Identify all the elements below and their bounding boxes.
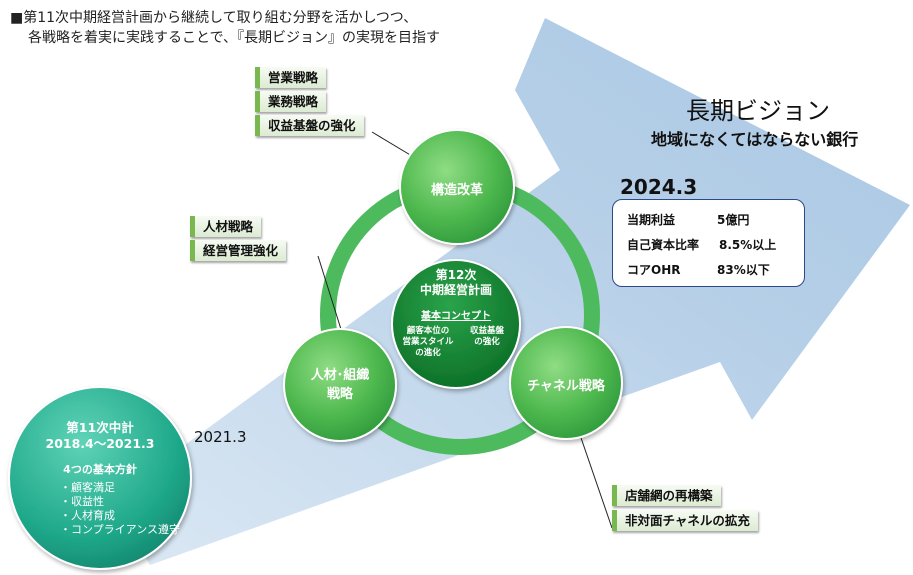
- concept-right-line-2: の強化: [474, 337, 500, 347]
- concept-left-line-2: 営業スタイル: [402, 337, 454, 347]
- strategy-circle-left: [283, 328, 397, 442]
- strategy-circle-top: [399, 129, 515, 245]
- center-concept-label: 基本コンセプト: [421, 311, 491, 322]
- tag-revenue-base: 収益基盤の強化: [255, 115, 364, 136]
- strategy-label-left-line-1: 人材･組織: [310, 368, 370, 383]
- tag-sales-strategy: 営業戦略: [255, 67, 327, 88]
- target-label-net-income: 当期利益: [627, 213, 676, 227]
- strategy-circle-right: [509, 326, 623, 440]
- target-year: 2024.3: [620, 175, 698, 199]
- strategy-label-right: チャネル戦略: [527, 379, 605, 394]
- center-title-line-1: 第12次: [435, 268, 477, 282]
- previous-plan-policy-list: ・顧客満足 ・収益性 ・人材育成 ・コンプライアンス遵守: [60, 481, 180, 537]
- target-value-capital-ratio: 8.5%以上: [719, 238, 777, 252]
- concept-right-line-1: 収益基盤: [469, 326, 504, 336]
- tag-non-face-to-face: 非対面チャネルの拡充: [612, 510, 758, 531]
- center-concept-left: 顧客本位の 営業スタイル の進化: [397, 326, 459, 359]
- header-line-1: ■第11次中期経営計画から継続して取り組む分野を活かしつつ、: [10, 10, 418, 26]
- policy-item: ・人材育成: [60, 509, 115, 522]
- tag-hr-strategy: 人材戦略: [190, 216, 262, 237]
- targets-box: 当期利益 5億円 自己資本比率 8.5%以上 コアOHR 83%以下: [612, 199, 805, 287]
- header-text: ■第11次中期経営計画から継続して取り組む分野を活かしつつ、 各戦略を着実に実践…: [10, 8, 440, 48]
- target-value-net-income: 5億円: [717, 213, 750, 227]
- target-label-capital-ratio: 自己資本比率: [627, 238, 700, 252]
- previous-plan-heading: 第11次中計 2018.4～2021.3: [20, 420, 180, 452]
- previous-plan-period: 2018.4～2021.3: [45, 436, 155, 451]
- center-plan-circle: [391, 259, 521, 389]
- header-line-2: 各戦略を着実に実践することで、『長期ビジョン』の実現を目指す: [28, 30, 441, 46]
- vision-subtitle: 地域になくてはならない銀行: [651, 130, 859, 149]
- policy-item: ・コンプライアンス遵守: [60, 523, 181, 536]
- previous-plan-policy-title: 4つの基本方針: [63, 463, 137, 476]
- year-2021-label: 2021.3: [194, 428, 247, 446]
- policy-item: ・収益性: [60, 495, 104, 508]
- concept-left-line-3: の進化: [415, 348, 441, 358]
- strategy-label-left-line-2: 戦略: [326, 387, 353, 402]
- center-concept-right: 収益基盤 の強化: [458, 326, 516, 348]
- tag-management-control: 経営管理強化: [190, 240, 287, 261]
- target-value-core-ohr: 83%以下: [717, 263, 770, 277]
- target-label-core-ohr: コアOHR: [627, 263, 681, 277]
- tag-operations-strategy: 業務戦略: [255, 91, 327, 112]
- concept-left-line-1: 顧客本位の: [406, 326, 450, 336]
- policy-item: ・顧客満足: [60, 481, 115, 494]
- center-title: 第12次 中期経営計画: [396, 268, 516, 298]
- tag-branch-network: 店舗網の再構築: [612, 485, 721, 506]
- vision-title: 長期ビジョン: [686, 97, 830, 125]
- center-title-line-2: 中期経営計画: [419, 283, 492, 297]
- previous-plan-circle: [8, 386, 192, 570]
- previous-plan-title: 第11次中計: [66, 420, 134, 435]
- strategy-label-left: 人材･組織 戦略: [284, 366, 396, 404]
- strategy-label-top: 構造改革: [430, 183, 483, 198]
